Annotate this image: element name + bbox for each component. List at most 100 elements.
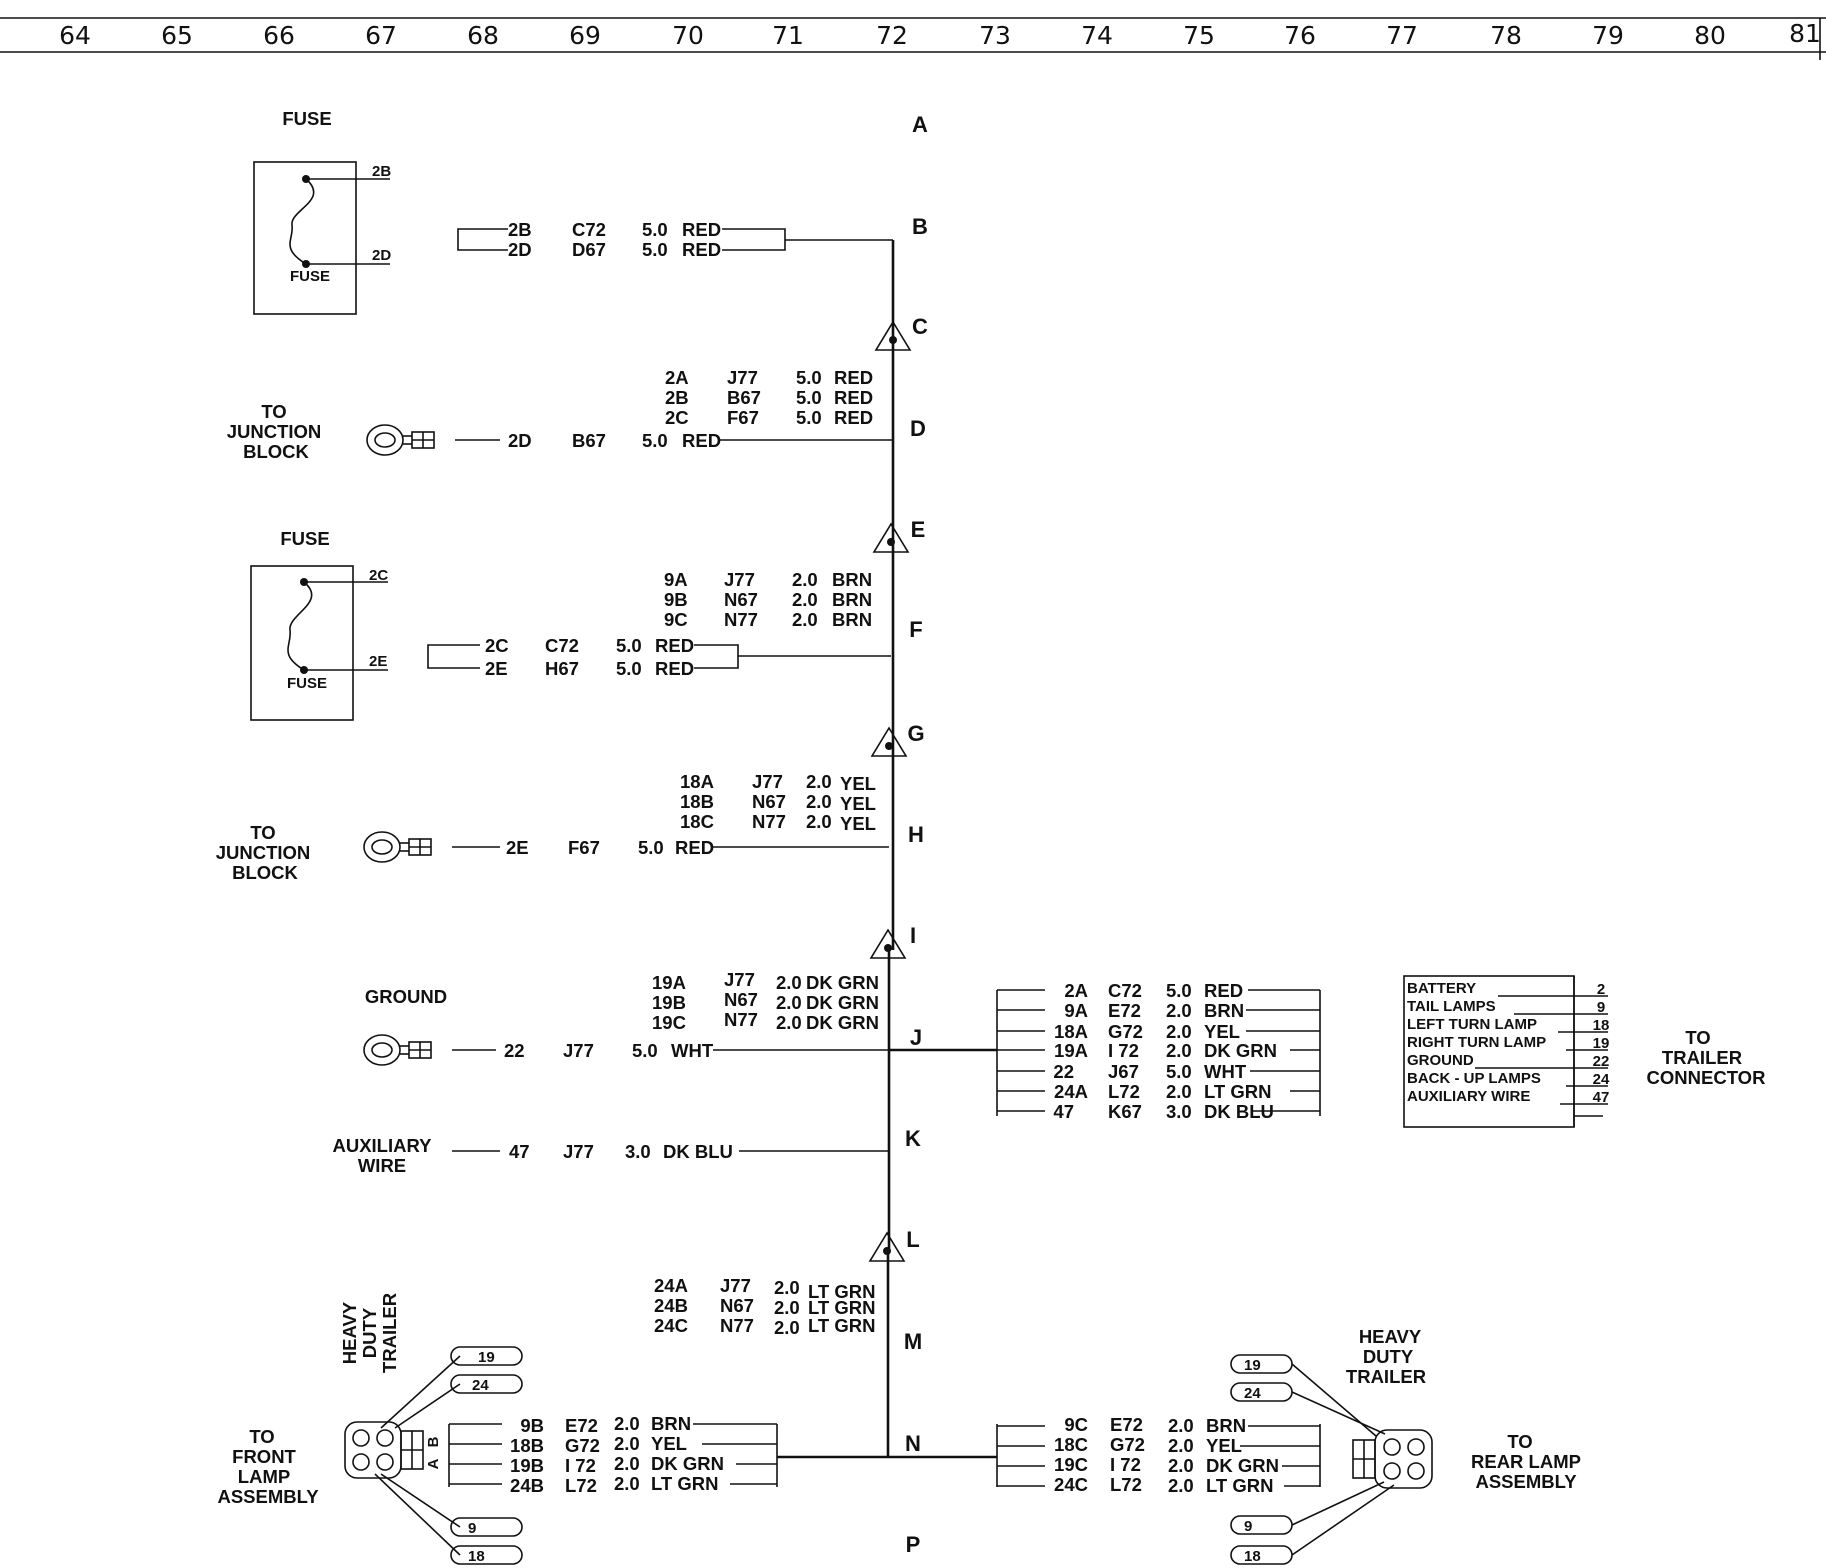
wire-color: RED xyxy=(834,367,873,388)
connector-pin-number: 18 xyxy=(1593,1017,1610,1034)
wire-ckt: 9C xyxy=(1064,1414,1088,1435)
wire-gauge: 2.0 xyxy=(776,972,802,993)
wire-gauge: 5.0 xyxy=(642,219,668,240)
fuse-element xyxy=(287,581,313,671)
splice-dot xyxy=(885,742,893,750)
pin-tag-text: 18 xyxy=(1244,1548,1261,1565)
wire-ckt: 2C xyxy=(665,407,689,428)
pin-tag-19: 19 xyxy=(1230,1354,1293,1374)
four-pin-connector-icon xyxy=(344,1421,424,1479)
wire-color: LT GRN xyxy=(808,1297,875,1318)
wire-ckt: 18B xyxy=(510,1435,544,1456)
wire-gauge: 2.0 xyxy=(1166,1081,1192,1102)
connector-pin-name: LEFT TURN LAMP xyxy=(1407,1016,1537,1033)
wire-color: YEL xyxy=(651,1433,687,1454)
wire-ckt: 18A xyxy=(680,771,714,792)
wire-gauge: 2.0 xyxy=(614,1413,640,1434)
wire-color: RED xyxy=(682,239,721,260)
wire-gauge: 5.0 xyxy=(632,1040,658,1061)
wire-gauge: 5.0 xyxy=(616,658,642,679)
four-pin-connector-icon xyxy=(1352,1429,1433,1489)
ruler-78: 78 xyxy=(1490,21,1522,50)
wire-gauge: 2.0 xyxy=(614,1453,640,1474)
wire-ckt: 19C xyxy=(1054,1454,1088,1475)
ruler-79: 79 xyxy=(1592,21,1624,50)
row-l: L xyxy=(906,1227,919,1252)
wire-id: I 72 xyxy=(565,1455,596,1476)
wire-ckt: 22 xyxy=(504,1040,525,1061)
wire-id: J77 xyxy=(720,1275,751,1296)
wire-id: J77 xyxy=(563,1141,594,1162)
row-h: H xyxy=(908,822,924,847)
ruler-66: 66 xyxy=(263,21,295,50)
row-g: G xyxy=(907,721,924,746)
wire-ckt: 2D xyxy=(508,239,532,260)
wire-id: J77 xyxy=(563,1040,594,1061)
wire-id: N77 xyxy=(724,1009,758,1030)
splice-dot xyxy=(889,336,897,344)
junction-label-line: TO xyxy=(250,822,275,843)
wire-gauge: 2.0 xyxy=(774,1317,800,1338)
wire-id: G72 xyxy=(565,1435,600,1456)
junction-block-1: TO JUNCTION BLOCK 2D B67 5.0 RED xyxy=(227,401,893,462)
row-c: C xyxy=(912,314,928,339)
fuse-1: FUSE 2B 2D FUSE xyxy=(253,108,391,315)
wire-gauge: 3.0 xyxy=(1166,1101,1192,1122)
wire-ckt: 24B xyxy=(654,1295,688,1316)
wire-ckt: 2B xyxy=(665,387,689,408)
trailer-connector: BATTERY TAIL LAMPS LEFT TURN LAMP RIGHT … xyxy=(1403,975,1766,1128)
front-lamp-label: TO xyxy=(249,1426,274,1447)
ring-terminal-icon xyxy=(363,831,432,863)
wire-id: L72 xyxy=(565,1475,597,1496)
connector-pin-number: 9 xyxy=(1597,999,1605,1016)
wire-id: E72 xyxy=(1108,1000,1141,1021)
connector-pin-number: 2 xyxy=(1597,981,1605,998)
wire-id: N77 xyxy=(720,1315,754,1336)
row-j: J xyxy=(910,1025,922,1050)
wire-color: YEL xyxy=(840,793,876,814)
front-lamp-label: LAMP xyxy=(238,1466,290,1487)
wire-ckt: 9A xyxy=(1064,1000,1088,1021)
wire-id: B67 xyxy=(572,430,606,451)
wire-gauge: 2.0 xyxy=(774,1277,800,1298)
wire-color: YEL xyxy=(1206,1435,1242,1456)
wire-gauge: 5.0 xyxy=(1166,980,1192,1001)
rear-lamp-wires: 9C E72 2.0 BRN 18C G72 2.0 YEL 19C I 72 … xyxy=(996,1414,1321,1496)
junction-block-2: TO JUNCTION BLOCK 2E F67 5.0 RED xyxy=(216,822,889,883)
connector-pin-name: BATTERY xyxy=(1407,980,1476,997)
fuse-2-label: FUSE xyxy=(287,675,327,692)
wire-color: WHT xyxy=(1204,1061,1247,1082)
wire-id: N67 xyxy=(720,1295,754,1316)
connector-pin-number: 24 xyxy=(1593,1071,1610,1088)
wire-id: G72 xyxy=(1110,1434,1145,1455)
wire-color: DK GRN xyxy=(1206,1455,1279,1476)
wire-color: DK GRN xyxy=(806,972,879,993)
row-f: F xyxy=(909,617,922,642)
rear-lamp-label: TO xyxy=(1507,1431,1532,1452)
junction-label-line: BLOCK xyxy=(232,862,298,883)
wire-id: J77 xyxy=(724,969,755,990)
splice-dot xyxy=(883,1247,891,1255)
wire-ckt: 2A xyxy=(1064,980,1088,1001)
ruler-76: 76 xyxy=(1284,21,1316,50)
wire-ckt: 9C xyxy=(664,609,688,630)
heavy-duty-label-left: HEAVY DUTY TRAILER xyxy=(339,1293,400,1373)
ruler-68: 68 xyxy=(467,21,499,50)
wire-ckt: 2B xyxy=(508,219,532,240)
row-a: A xyxy=(912,112,928,137)
trailer-connector-label: CONNECTOR xyxy=(1647,1067,1766,1088)
ruler-67: 67 xyxy=(365,21,397,50)
fuse-element xyxy=(289,178,315,265)
wire-color: RED xyxy=(834,387,873,408)
wire-gauge: 2.0 xyxy=(792,569,818,590)
connector-pin-number: 19 xyxy=(1593,1035,1610,1052)
wire-gauge: 2.0 xyxy=(806,791,832,812)
fuse-2-bottom-pin: 2E xyxy=(369,653,387,670)
splice-e xyxy=(872,522,910,553)
wire-id: C72 xyxy=(545,635,579,656)
connector-pin-name: RIGHT TURN LAMP xyxy=(1407,1034,1546,1051)
wire-color: YEL xyxy=(1204,1021,1240,1042)
ruler-77: 77 xyxy=(1386,21,1418,50)
wire-color: RED xyxy=(675,837,714,858)
connector-pin-name: TAIL LAMPS xyxy=(1407,998,1496,1015)
